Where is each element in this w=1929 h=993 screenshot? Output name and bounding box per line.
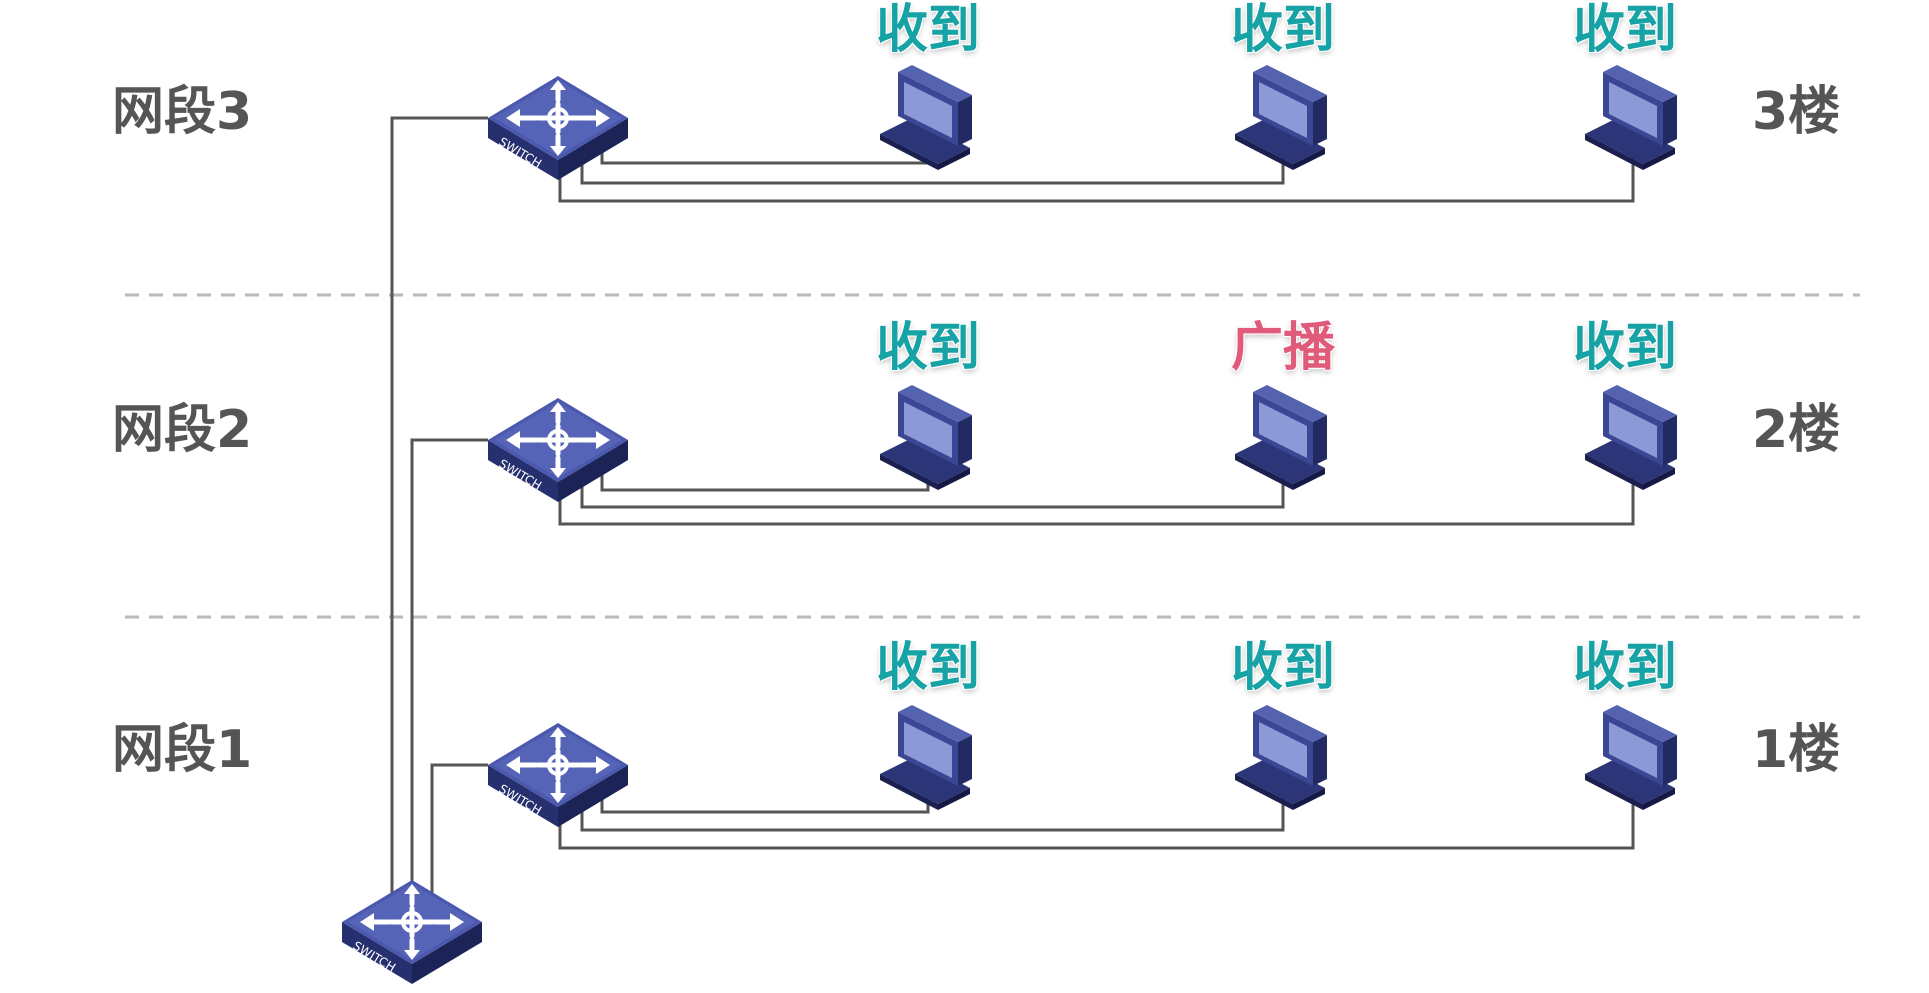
desktop-computer-icon xyxy=(1585,385,1677,490)
pc-status-label: 收到 xyxy=(1230,0,1336,60)
desktop-computer-icon xyxy=(880,65,972,170)
pc-status-label: 收到 xyxy=(875,638,981,698)
desktop-computer-icon xyxy=(1585,705,1677,810)
pc-status-label: 收到 xyxy=(1572,318,1678,378)
segment-3-cables xyxy=(558,148,1635,203)
segment-label: 网段2 xyxy=(112,400,253,460)
desktop-computer-icon xyxy=(880,385,972,490)
desktop-computer-icon xyxy=(1235,65,1327,170)
desktop-computer-icon xyxy=(1235,385,1327,490)
pc-status-label-broadcast: 广播 xyxy=(1230,318,1336,378)
core-switch-icon: SWITCH xyxy=(342,880,482,984)
pc-status-label: 收到 xyxy=(1230,638,1336,698)
floor-label: 2楼 xyxy=(1752,400,1841,460)
pc-status-label: 收到 xyxy=(875,0,981,60)
trunk-cables xyxy=(390,116,488,895)
segment-label: 网段3 xyxy=(112,82,253,142)
desktop-computer-icon xyxy=(1235,705,1327,810)
pc-status-label: 收到 xyxy=(1572,638,1678,698)
network-switch-icon: SWITCH xyxy=(488,398,628,502)
floor-label: 1楼 xyxy=(1752,720,1841,780)
desktop-computer-icon xyxy=(880,705,972,810)
pc-status-label: 收到 xyxy=(1572,0,1678,60)
segment-label: 网段1 xyxy=(112,720,253,780)
segment-2-cables xyxy=(558,468,1635,526)
segment-1-cables xyxy=(558,790,1635,850)
pc-status-label: 收到 xyxy=(875,318,981,378)
floor-label: 3楼 xyxy=(1752,82,1841,142)
desktop-computer-icon xyxy=(1585,65,1677,170)
